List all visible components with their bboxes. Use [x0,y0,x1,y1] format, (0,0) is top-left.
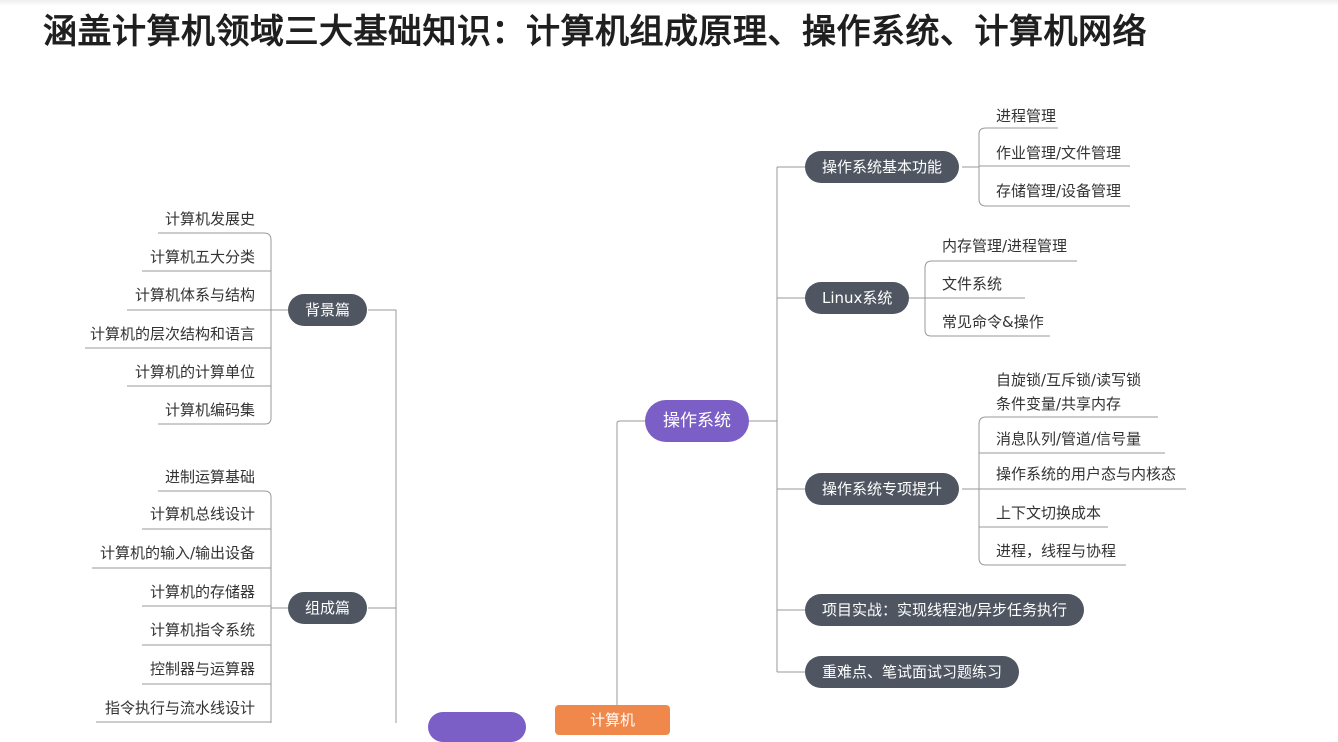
leaf-message-queue-pipe: 消息队列/管道/信号量 [996,430,1142,448]
leaf-memory-process-management: 内存管理/进程管理 [942,237,1068,255]
leaf-controller-alu: 控制器与运算器 [149,660,255,678]
node-linux-system[interactable]: Linux系统 [805,282,910,314]
leaf-job-file-management: 作业管理/文件管理 [996,144,1122,162]
leaf-instruction-pipeline: 指令执行与流水线设计 [104,699,255,717]
node-label: 操作系统基本功能 [822,158,943,176]
leaf-user-kernel-mode: 操作系统的用户态与内核态 [996,465,1177,483]
node-project-practice[interactable]: 项目实战：实现线程池/异步任务执行 [805,594,1085,626]
top-shadow [0,0,1338,6]
leaf-computer-history: 计算机发展史 [164,210,255,228]
mindmap-connectors [85,127,1186,723]
node-label: 组成篇 [305,599,351,617]
node-operating-system[interactable]: 操作系统 [645,400,749,442]
leaf-computer-units: 计算机的计算单位 [134,363,255,381]
leaf-number-system-basics: 进制运算基础 [164,468,255,486]
leaf-locks-shared-memory: 自旋锁/互斥锁/读写锁 条件变量/共享内存 [996,371,1142,413]
node-label: 项目实战：实现线程池/异步任务执行 [822,601,1068,619]
network-node-partial[interactable] [428,712,526,742]
connector-background [368,309,397,723]
leaf-computer-five-categories: 计算机五大分类 [149,248,255,266]
page-title: 涵盖计算机领域三大基础知识：计算机组成原理、操作系统、计算机网络 [43,12,1147,52]
node-label: 背景篇 [305,301,351,319]
root-node-label: 计算机 [589,711,635,729]
leaf-instruction-system: 计算机指令系统 [149,621,255,639]
leaf-computer-hierarchy-language: 计算机的层次结构和语言 [89,325,255,343]
root-node-computer[interactable]: 计算机 [555,705,670,735]
leaf-memory-storage: 计算机的存储器 [149,583,255,601]
node-background[interactable]: 背景篇 [288,294,368,326]
node-composition[interactable]: 组成篇 [288,592,368,624]
leaf-process-thread-coroutine: 进程，线程与协程 [996,542,1117,560]
leaf-computer-architecture: 计算机体系与结构 [134,286,255,304]
leaf-file-system: 文件系统 [942,275,1003,293]
node-label: Linux系统 [822,289,893,307]
node-operating-system-label: 操作系统 [663,411,731,431]
leaf-computer-encoding: 计算机编码集 [164,401,255,419]
leaf-context-switch-cost: 上下文切换成本 [996,504,1102,522]
leaf-process-management: 进程管理 [996,107,1057,125]
node-os-basic-functions[interactable]: 操作系统基本功能 [805,151,960,183]
connector-root-os [616,420,645,705]
leaf-bus-design: 计算机总线设计 [149,505,255,523]
leaf-common-commands: 常见命令&操作 [942,313,1044,331]
node-label: 重难点、笔试面试习题练习 [822,663,1003,681]
node-label: 操作系统专项提升 [822,480,943,498]
leaf-storage-device-management: 存储管理/设备管理 [996,182,1122,200]
leaf-io-devices: 计算机的输入/输出设备 [99,544,255,562]
node-key-points-exercises[interactable]: 重难点、笔试面试习题练习 [805,656,1020,688]
node-os-advanced[interactable]: 操作系统专项提升 [805,473,960,505]
